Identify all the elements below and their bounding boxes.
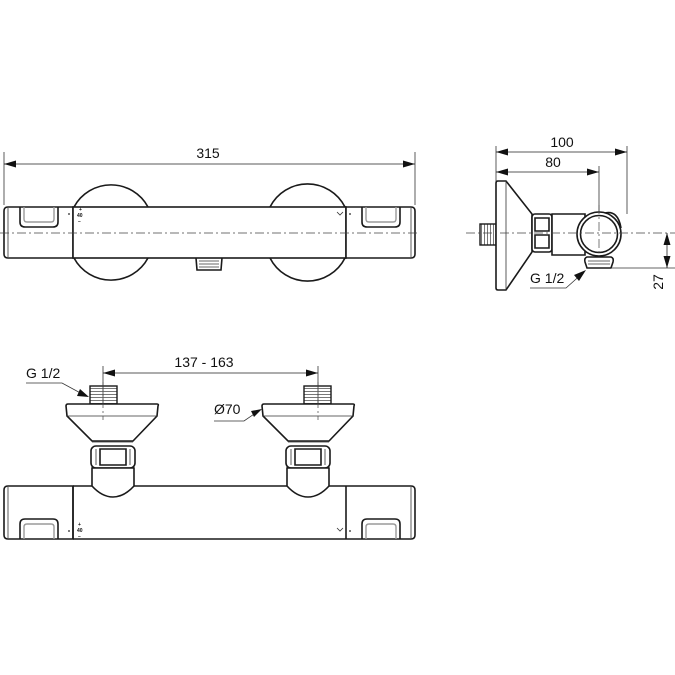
front-temp-40-mark: 40 — [77, 528, 83, 534]
dimension-overall-length: 315 — [3, 145, 416, 205]
svg-text:80: 80 — [545, 154, 561, 170]
front-view: 137 - 163 G 1/2 Ø70 — [3, 354, 416, 540]
front-inlet-thread-callout: G 1/2 — [26, 365, 89, 397]
svg-text:G 1/2: G 1/2 — [26, 365, 60, 381]
svg-text:100: 100 — [550, 134, 574, 150]
svg-text:27: 27 — [650, 274, 666, 290]
right-inlet-connector — [261, 382, 356, 498]
front-temp-minus-mark: − — [78, 534, 81, 540]
front-chevron-down-icon — [336, 527, 344, 532]
svg-text:137 - 163: 137 - 163 — [174, 354, 233, 370]
left-inlet-connector — [65, 382, 160, 498]
side-view: 100 80 — [466, 134, 675, 291]
temp-minus-mark: − — [78, 219, 81, 225]
side-flange — [495, 180, 533, 291]
front-temp-plus-mark: + — [78, 522, 81, 528]
dimension-outlet-offset-27: 27 — [612, 233, 675, 290]
front-escutcheon-diameter-callout: Ø70 — [214, 401, 262, 422]
svg-text:G 1/2: G 1/2 — [530, 270, 564, 286]
dimension-label-315: 315 — [196, 145, 220, 161]
side-inlet-thread — [479, 223, 497, 246]
front-body-bar: + 40 − — [3, 485, 416, 540]
temp-plus-mark: + — [79, 207, 82, 213]
front-right-handle-grip — [361, 518, 401, 539]
top-view: 315 + 40 — [0, 145, 420, 282]
right-escutcheon — [269, 183, 346, 282]
side-bar-section — [576, 205, 622, 265]
top-body-bar: + 40 − — [3, 206, 416, 259]
right-handle-grip — [361, 207, 401, 228]
chevron-down-icon — [336, 211, 344, 216]
svg-text:Ø70: Ø70 — [214, 401, 241, 417]
side-body — [551, 213, 586, 256]
left-handle-grip — [19, 207, 59, 228]
side-outlet — [583, 256, 615, 269]
side-outlet-thread-callout: G 1/2 — [530, 270, 586, 289]
left-escutcheon — [73, 184, 149, 281]
dimension-depth-100: 100 — [495, 134, 628, 214]
front-left-handle-grip — [19, 518, 59, 539]
dimension-inlet-spacing: 137 - 163 — [102, 354, 319, 420]
temp-40-mark: 40 — [77, 213, 83, 219]
